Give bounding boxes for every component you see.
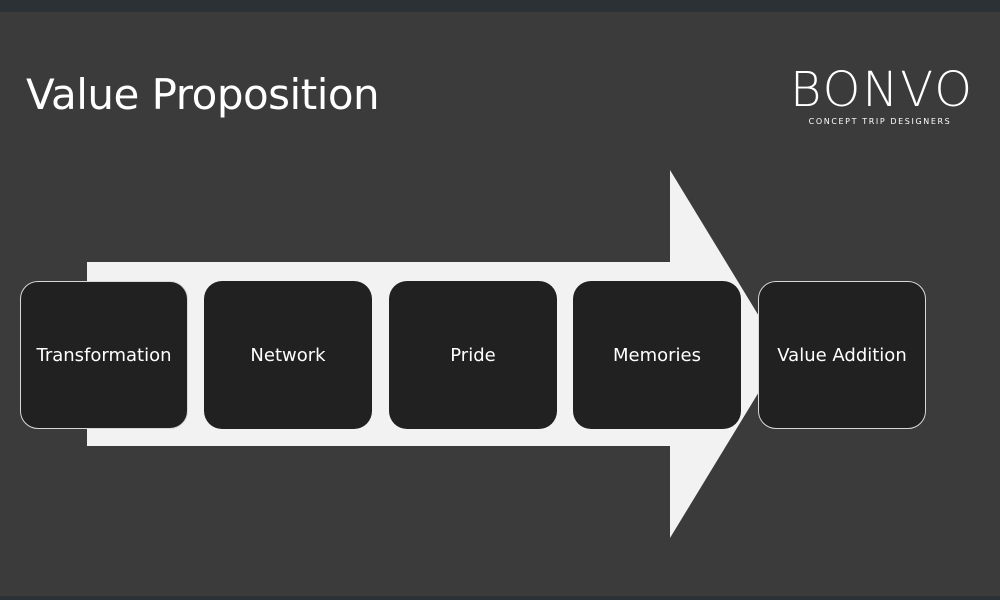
- slide-title: Value Proposition: [26, 70, 380, 119]
- logo-wordmark: BONVO: [790, 62, 975, 118]
- logo-tagline: CONCEPT TRIP DESIGNERS: [808, 117, 952, 126]
- step-value-addition: Value Addition: [758, 281, 926, 429]
- step-transformation: Transformation: [20, 281, 188, 429]
- bonvo-logo: BONVO CONCEPT TRIP DESIGNERS: [790, 62, 975, 130]
- step-network: Network: [204, 281, 372, 429]
- step-memories: Memories: [573, 281, 741, 429]
- step-pride: Pride: [389, 281, 557, 429]
- bottom-edge-bar: [0, 596, 1000, 600]
- top-edge-bar: [0, 0, 1000, 12]
